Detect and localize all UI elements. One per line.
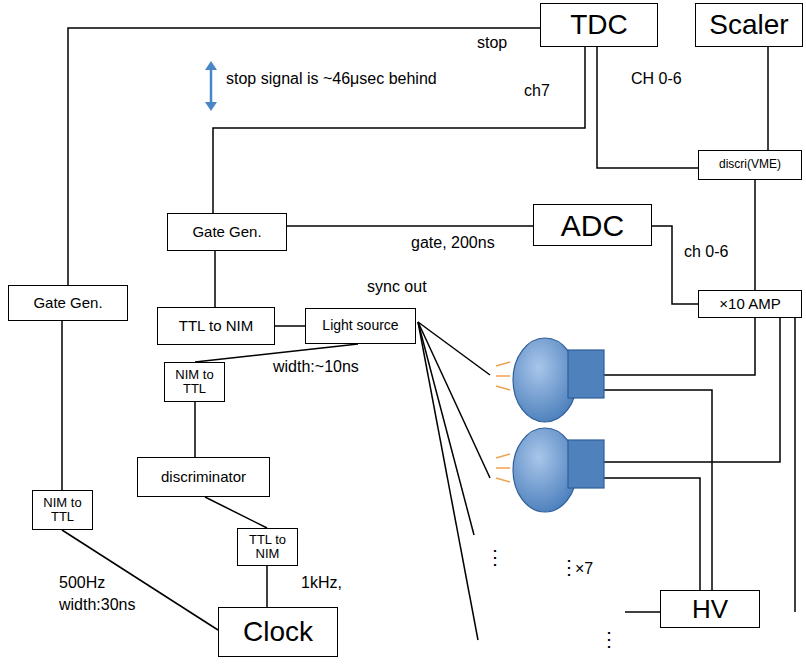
box-label: Gate Gen. [192, 224, 261, 241]
module-box: Light source [305, 308, 416, 344]
box-label: NIM to TTL [33, 496, 92, 525]
signal-label: CH 0-6 [630, 70, 683, 88]
box-label: Light source [322, 318, 398, 333]
signal-label: stop [476, 34, 508, 52]
box-label: TTL to NIM [179, 318, 253, 335]
box-label: discri(VME) [719, 158, 781, 171]
signal-label: width:~10ns [272, 358, 360, 376]
signal-cable [652, 226, 698, 304]
signal-label: ⋮ [598, 628, 620, 651]
signal-cable [767, 47, 769, 150]
signal-cable [214, 251, 216, 307]
signal-label: 500Hz [58, 574, 106, 592]
signal-cable [61, 321, 63, 490]
signal-label: 1kHz, [300, 574, 343, 592]
box-label: TDC [570, 10, 628, 41]
signal-cable [205, 497, 267, 528]
box-label: ×10 AMP [719, 296, 780, 313]
signal-cable [194, 402, 196, 457]
device-box: Scaler [695, 3, 803, 47]
module-box: discriminator [137, 457, 270, 497]
module-box: discri(VME) [698, 150, 802, 180]
signal-cable [275, 325, 305, 327]
box-label: HV [692, 595, 728, 624]
signal-cable [68, 28, 540, 285]
module-box: Gate Gen. [167, 213, 287, 251]
module-box: NIM to TTL [164, 362, 225, 402]
box-label: TTL to NIM [238, 533, 297, 562]
signal-label: gate, 200ns [410, 234, 496, 252]
box-label: Scaler [709, 10, 788, 41]
box-label: NIM to TTL [165, 368, 224, 397]
module-box: NIM to TTL [32, 490, 93, 530]
box-label: Clock [243, 617, 313, 648]
signal-label: ch 0-6 [683, 243, 729, 261]
signal-label: ch7 [523, 82, 551, 100]
module-box: TTL to NIM [237, 528, 298, 566]
signal-label: sync out [366, 278, 428, 296]
box-label: discriminator [161, 469, 246, 486]
device-box: TDC [540, 3, 658, 47]
signal-label: ×7 [574, 560, 594, 578]
signal-cable [287, 225, 533, 227]
signal-cable [597, 47, 698, 168]
module-box: Gate Gen. [8, 285, 128, 321]
module-box: ×10 AMP [698, 290, 802, 318]
device-box: Clock [218, 607, 338, 657]
signal-cable [754, 180, 756, 290]
box-label: ADC [561, 209, 624, 242]
module-box: TTL to NIM [157, 307, 275, 345]
box-label: Gate Gen. [33, 295, 102, 312]
signal-cable [266, 566, 268, 607]
signal-cable [213, 47, 585, 213]
signal-label: ⋮ [484, 546, 506, 569]
device-box: HV [660, 590, 760, 628]
signal-label: stop signal is ~46μsec behind [225, 70, 438, 88]
device-box: ADC [533, 204, 652, 246]
signal-label: width:30ns [58, 596, 137, 614]
